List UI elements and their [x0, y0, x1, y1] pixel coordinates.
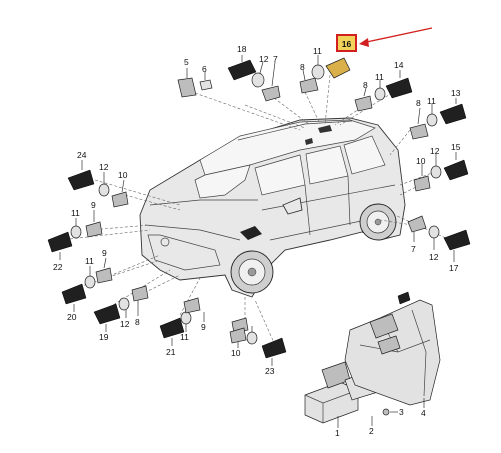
label-1: 1: [335, 428, 340, 438]
part-16-sensor-icon: [325, 57, 351, 79]
label-13: 13: [451, 88, 461, 98]
part-8-sensor-icon-b: [354, 87, 373, 112]
part-19-bracket-icon: [93, 303, 121, 332]
label-7: 7: [411, 244, 416, 254]
part-4-seat-bracket-icon: [344, 291, 441, 408]
label-8: 8: [300, 62, 305, 72]
label-5: 5: [184, 57, 189, 67]
label-10: 10: [416, 156, 426, 166]
part-11-ring-icon-b: [374, 80, 386, 101]
label-20: 20: [67, 312, 77, 322]
label-3: 3: [399, 407, 404, 417]
callout-arrow: [361, 27, 433, 44]
part-17-bracket-icon: [443, 229, 471, 262]
part-11-ring-icon-e: [84, 266, 96, 289]
label-12: 12: [429, 252, 439, 262]
callout-16-label: 16: [342, 39, 352, 49]
label-9: 9: [91, 200, 96, 210]
part-5-sensor-icon: [177, 68, 197, 98]
part-7-sensor-icon-b: [407, 215, 427, 242]
part-13-bracket-icon: [439, 98, 467, 125]
part-10-sensor-icon-b: [111, 179, 129, 208]
label-23: 23: [265, 366, 275, 376]
label-11: 11: [71, 208, 80, 218]
label-8: 8: [363, 80, 368, 90]
part-12-ring-icon-b: [430, 154, 442, 179]
part-20-bracket-icon: [61, 283, 87, 312]
part-11-ring-icon-g: [246, 326, 258, 345]
part-11-ring-icon-c: [426, 104, 438, 127]
part-10-sensor-icon: [413, 164, 431, 192]
part-9-sensor-icon: [85, 210, 103, 238]
label-6: 6: [202, 64, 207, 74]
label-11: 11: [180, 332, 189, 342]
part-14-bracket-icon: [385, 70, 413, 99]
label-2: 2: [369, 426, 374, 436]
part-number-labels: 18 12 7 5 6 8 11 14 8 11 13 8 11 10 12 1…: [53, 44, 461, 438]
label-4: 4: [421, 408, 426, 418]
label-12: 12: [430, 146, 440, 156]
part-12-ring-icon-e: [118, 297, 130, 318]
part-3-screw-icon: [382, 408, 398, 416]
callout-16-box: [336, 34, 357, 52]
label-12: 12: [99, 162, 109, 172]
part-7-sensor-icon: [261, 61, 281, 102]
part-22-bracket-icon: [47, 231, 73, 260]
part-9-sensor-icon-c: [183, 297, 205, 322]
part-23-bracket-icon: [261, 337, 287, 366]
label-19: 19: [99, 332, 109, 342]
part-1-control-unit-icon: [304, 381, 359, 428]
part-8-sensor-icon-c: [409, 107, 429, 140]
label-10: 10: [231, 348, 241, 358]
label-11: 11: [375, 72, 384, 82]
part-8-sensor-icon: [299, 69, 319, 94]
label-21: 21: [166, 347, 176, 357]
label-10: 10: [118, 170, 128, 180]
label-17: 17: [449, 263, 459, 273]
label-15: 15: [451, 142, 461, 152]
sensor-parts: [47, 55, 471, 428]
label-22: 22: [53, 262, 63, 272]
label-11: 11: [85, 256, 94, 266]
part-12-ring-icon-d: [98, 172, 110, 197]
callout-16: 16: [336, 27, 433, 52]
label-9: 9: [102, 248, 107, 258]
part-24-bracket-icon: [67, 160, 95, 191]
callout-arrowhead: [359, 38, 369, 47]
part-6-clip-icon: [199, 72, 213, 91]
part-18-bracket-icon: [227, 55, 257, 81]
vehicle-illustration: [139, 117, 406, 298]
label-9: 9: [201, 322, 206, 332]
label-14: 14: [394, 60, 404, 70]
label-18: 18: [237, 44, 247, 54]
part-12-ring-icon: [251, 61, 265, 88]
label-11: 11: [313, 46, 322, 56]
part-12-ring-icon-c: [428, 225, 440, 250]
part-11-ring-icon-d: [70, 218, 82, 239]
part-10-sensor-icon-c: [229, 327, 247, 348]
label-11: 11: [427, 96, 436, 106]
label-8: 8: [135, 317, 140, 327]
part-9-sensor-icon-b: [95, 257, 113, 284]
part-15-bracket-icon: [443, 152, 469, 181]
label-12: 12: [259, 54, 269, 64]
label-8: 8: [416, 98, 421, 108]
label-24: 24: [77, 150, 87, 160]
part-21-bracket-icon: [159, 317, 185, 346]
part-11-ring-icon: [311, 55, 325, 80]
label-7: 7: [273, 54, 278, 64]
label-12: 12: [120, 319, 130, 329]
part-8-sensor-icon-d: [131, 285, 149, 316]
